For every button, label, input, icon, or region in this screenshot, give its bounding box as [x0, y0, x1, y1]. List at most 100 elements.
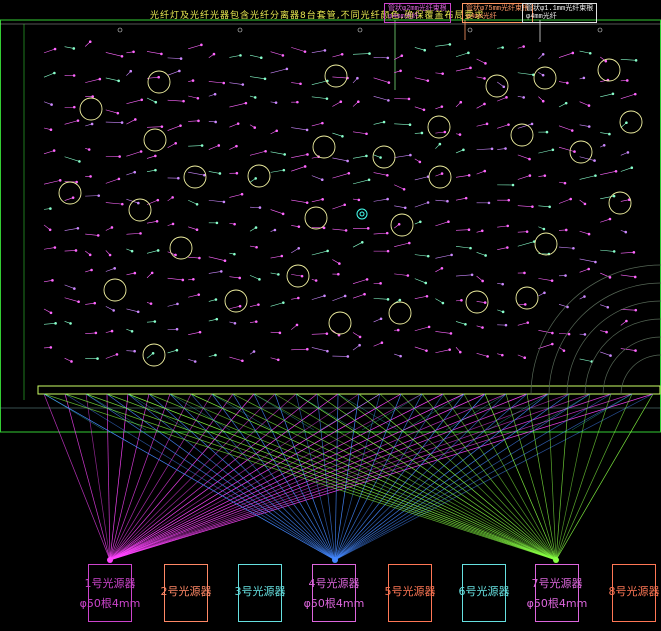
star-point	[630, 166, 633, 169]
arc-3	[585, 319, 661, 395]
star-point	[467, 52, 470, 55]
star-point	[254, 177, 257, 180]
star-point	[612, 92, 615, 95]
fiber-tail	[497, 125, 508, 129]
star-point	[140, 150, 143, 153]
star-point	[197, 97, 200, 100]
fiber-tail	[456, 321, 465, 324]
fiber-tail	[168, 278, 183, 280]
fiber-tail	[229, 124, 238, 128]
star-point	[306, 201, 309, 204]
highlight-circle-7	[104, 279, 126, 301]
star-point	[488, 202, 491, 205]
fiber-tail	[415, 255, 428, 257]
star-point	[54, 246, 57, 249]
star-point	[323, 294, 326, 297]
fiber-tail	[374, 57, 388, 58]
highlight-circle-19	[373, 146, 395, 168]
star-point	[219, 172, 222, 175]
fiber-tail	[621, 252, 634, 253]
star-point	[524, 303, 527, 306]
highlight-circle-27	[620, 111, 642, 133]
star-point	[321, 122, 324, 125]
star-point	[588, 125, 591, 128]
fiber-tail	[65, 47, 74, 49]
fiber-tail	[415, 78, 428, 81]
star-point	[551, 279, 554, 282]
star-point	[366, 278, 369, 281]
fiber-tail	[415, 279, 426, 283]
fiber-tail	[65, 250, 76, 251]
star-point	[220, 270, 223, 273]
star-point	[341, 135, 344, 138]
fiber-tail	[621, 275, 635, 277]
star-point	[264, 78, 267, 81]
fan-splitter-1-line	[86, 394, 110, 560]
star-point	[174, 142, 177, 145]
fiber-tail	[85, 333, 96, 334]
splitter-7: 7号光源器 φ50根4mm	[535, 564, 579, 622]
star-point	[139, 232, 142, 235]
highlight-circle-4	[59, 182, 81, 204]
fiber-tail	[126, 233, 140, 234]
star-point	[89, 254, 92, 257]
star-point	[133, 171, 136, 174]
star-point	[326, 97, 329, 100]
star-point	[386, 198, 389, 201]
star-point	[507, 199, 510, 202]
star-point	[502, 85, 505, 88]
fiber-tail	[621, 168, 632, 172]
fiber-tail	[147, 156, 155, 159]
star-point	[233, 253, 236, 256]
star-point	[321, 198, 324, 201]
star-point	[176, 328, 179, 331]
fiber-tail	[332, 102, 340, 107]
fiber-tail	[621, 59, 636, 60]
fiber-tail	[621, 94, 635, 99]
star-point	[134, 118, 137, 121]
star-point	[544, 174, 547, 177]
star-point	[112, 309, 115, 312]
star-point	[397, 329, 400, 332]
star-point	[546, 131, 549, 134]
top-marker-5	[598, 28, 602, 32]
star-point	[306, 129, 309, 132]
fiber-tail	[106, 122, 122, 123]
fiber-tail	[477, 149, 492, 150]
star-point	[255, 246, 258, 249]
fiber-tail	[271, 170, 284, 172]
star-point	[565, 102, 568, 105]
star-point	[379, 156, 382, 159]
star-point	[593, 159, 596, 162]
star-point	[507, 123, 510, 126]
fiber-tail	[415, 47, 425, 50]
fiber-tail	[435, 255, 451, 258]
fan-splitter-7-line	[556, 394, 590, 560]
star-point	[609, 354, 612, 357]
center-target	[357, 209, 367, 219]
star-point	[177, 177, 180, 180]
star-point	[277, 273, 280, 276]
star-point	[73, 74, 76, 77]
fiber-tail	[65, 198, 74, 201]
star-point	[383, 121, 386, 124]
fiber-tail	[415, 327, 429, 331]
fiber-tail	[374, 78, 389, 83]
fiber-tail	[600, 171, 616, 174]
star-point	[117, 112, 120, 115]
fiber-tail	[374, 233, 388, 234]
fiber-tail	[600, 250, 614, 251]
star-point	[505, 96, 508, 99]
highlight-circle-2	[148, 71, 170, 93]
fiber-tail	[229, 83, 242, 85]
star-point	[160, 53, 163, 56]
fiber-tail	[559, 53, 573, 58]
star-point	[380, 317, 383, 320]
star-point	[111, 330, 114, 333]
highlight-circle-5	[129, 199, 151, 221]
star-point	[299, 82, 302, 85]
fiber-tail	[65, 107, 75, 108]
fiber-tail	[147, 200, 158, 204]
star-point	[326, 350, 329, 353]
star-point	[75, 249, 78, 252]
